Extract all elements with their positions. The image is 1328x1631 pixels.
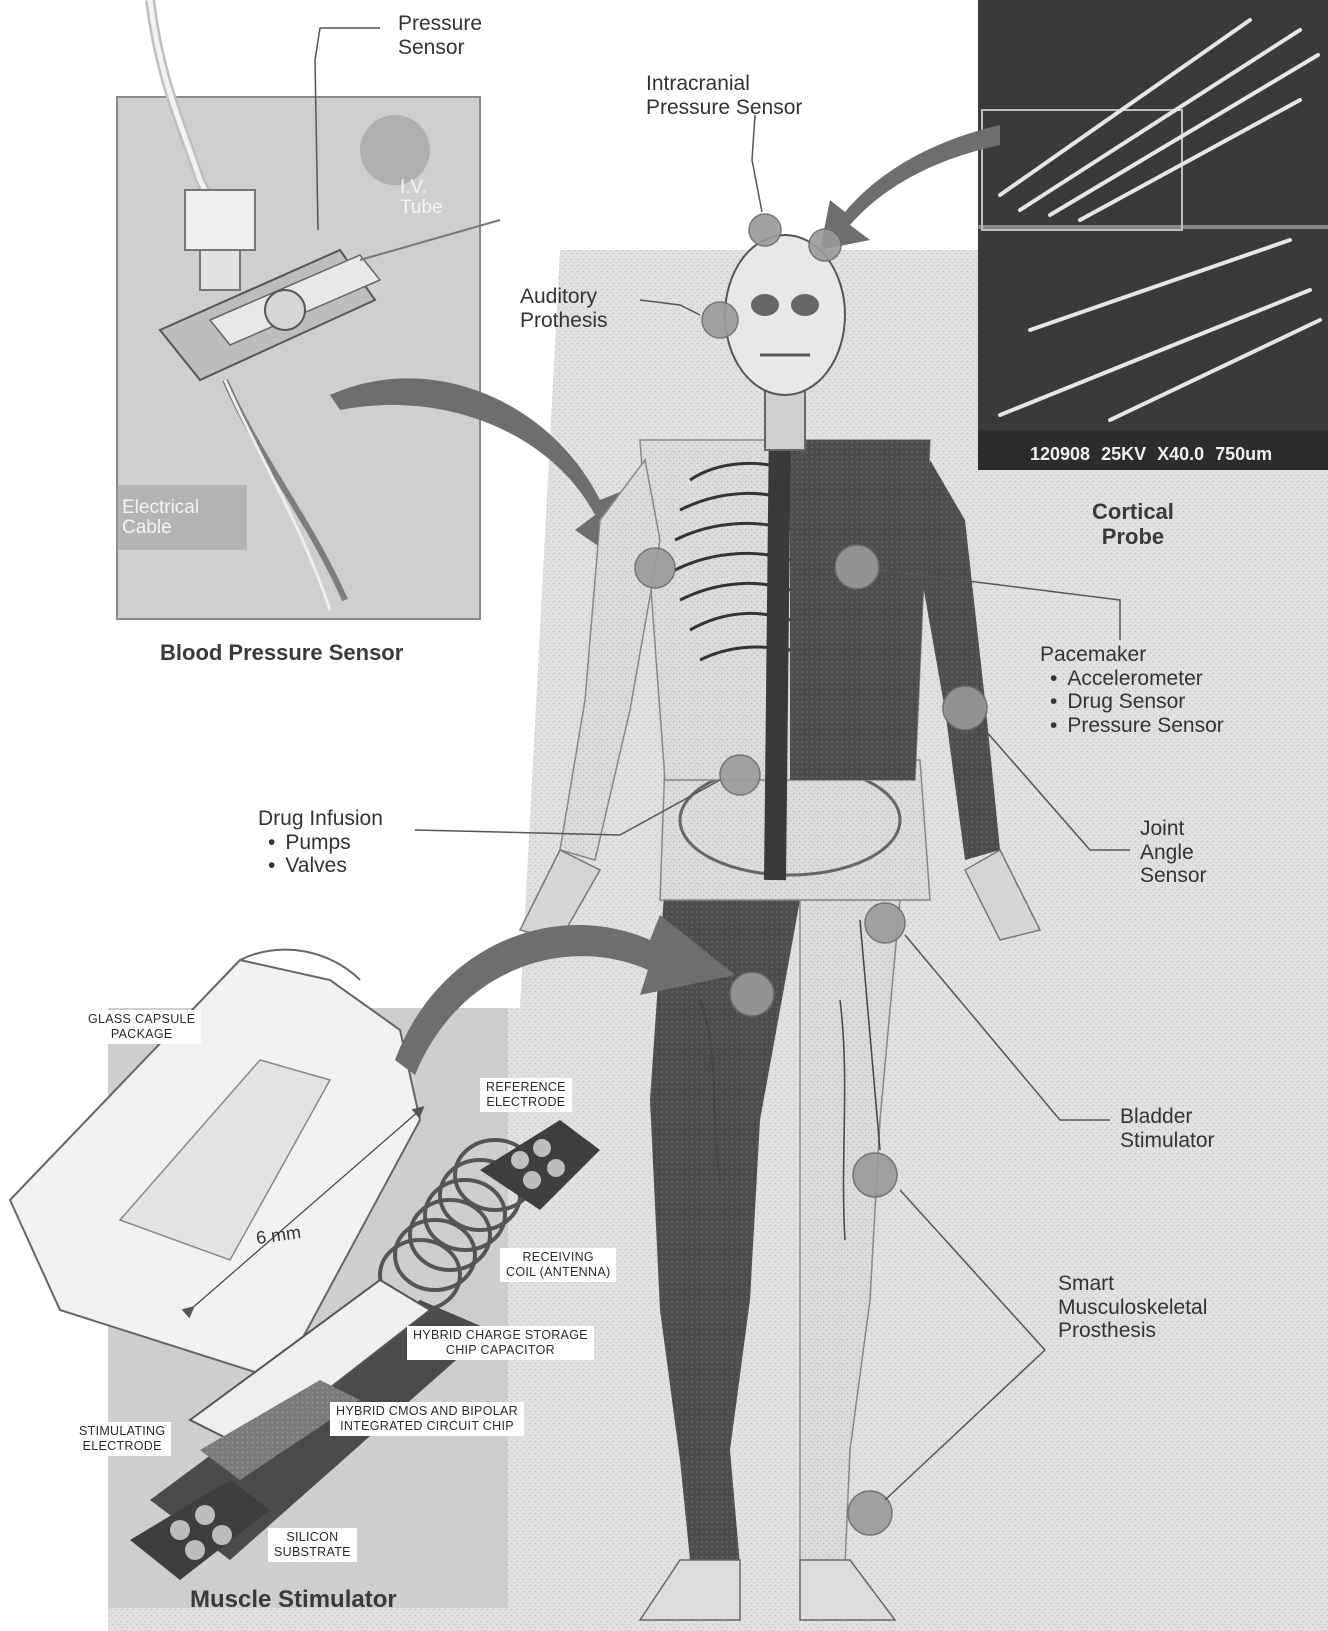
pacemaker-item: Accelerometer <box>1050 667 1224 691</box>
label-muscle-stimulator: Muscle Stimulator <box>190 1587 397 1614</box>
drug-infusion-item: Pumps <box>268 831 383 855</box>
dot-blood-pressure <box>635 548 675 588</box>
pacemaker-item: Pressure Sensor <box>1050 714 1224 738</box>
sem-scale-bar: 120908 25KV X40.0 750um <box>1030 444 1272 465</box>
dot-prosthesis-knee <box>853 1153 897 1197</box>
dot-drug-infusion <box>720 755 760 795</box>
cortical-probe-arrow <box>820 125 1000 250</box>
label-pacemaker: Pacemaker Accelerometer Drug Sensor Pres… <box>1040 643 1224 737</box>
label-blood-pressure-sensor: Blood Pressure Sensor <box>160 641 403 666</box>
pacemaker-item: Drug Sensor <box>1050 690 1224 714</box>
dot-joint-angle <box>943 686 987 730</box>
drug-infusion-item: Valves <box>268 854 383 878</box>
label-drug-infusion: Drug Infusion Pumps Valves <box>258 807 383 878</box>
dot-prosthesis-ankle <box>848 1491 892 1535</box>
cortical-probe-sem-image <box>978 0 1328 470</box>
label-iv-tube: I.V.Tube <box>400 178 443 218</box>
dot-cortical <box>809 229 841 261</box>
dot-pacemaker <box>835 545 879 589</box>
dot-bladder <box>865 903 905 943</box>
dot-muscle <box>730 972 774 1016</box>
dot-auditory <box>702 302 738 338</box>
dot-intracranial <box>749 214 781 246</box>
